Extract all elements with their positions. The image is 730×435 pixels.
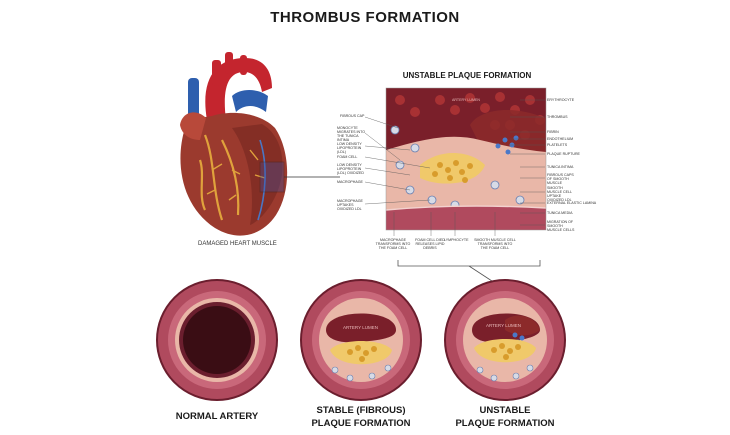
label-smc-transforms: SMOOTH MUSCLE CELL TRANSFORMS INTO THE F… [474, 238, 516, 250]
pulmonary-artery [232, 90, 268, 112]
caption-stable-line1: STABLE (FIBROUS) [316, 405, 406, 416]
external-elastic-lamina [386, 205, 546, 211]
normal-artery [156, 279, 278, 401]
stable-lumen-label: ARTERY LUMEN [343, 325, 379, 330]
label-platelets: PLATELETS [547, 143, 568, 147]
tunica-media [386, 205, 546, 230]
label-macrophage: MACROPHAGE [337, 180, 363, 184]
unstable-plaque [474, 339, 536, 363]
label-plaque-rupture: PLAQUE RUPTURE [547, 152, 580, 156]
label-foam-cell: FOAM CELL [337, 155, 358, 159]
right-leaders [510, 99, 545, 226]
caption-normal-line1: NORMAL ARTERY [175, 411, 259, 422]
label-fibrous-cap: FIBROUS CAP [340, 114, 365, 118]
caption-normal-artery: NORMAL ARTERY [142, 410, 292, 423]
label-fibrin: FIBRIN [547, 130, 559, 134]
label-ldl: LOW DENSITY LIPOPROTEIN (LDL) [337, 142, 362, 154]
label-tunica-intima: TUNICA INTIMA [547, 165, 574, 169]
aorta-branch-3 [240, 55, 247, 75]
lipid-droplets [432, 160, 473, 183]
heart-caption: DAMAGED HEART MUSCLE [198, 241, 277, 247]
subtitle: UNSTABLE PLAQUE FORMATION [402, 71, 532, 80]
label-ldl-oxidized: LOW DENSITY LIPOPROTEIN (LDL) OXIDIZED [337, 163, 364, 175]
aorta-branch-1 [212, 60, 221, 86]
bottom-leaders [393, 212, 496, 236]
unstable-thrombus [505, 315, 540, 336]
caption-unstable-line1: UNSTABLE [479, 405, 531, 416]
section-frame [385, 87, 547, 231]
label-lymphocyte: LYMPHOCYTE [444, 238, 469, 242]
label-smooth-muscle-uptake: SMOOTH MUSCLE CELL UPTAKE OXIDIZED LDL [547, 186, 572, 202]
label-tunica-media: TUNICA MEDIA [547, 211, 573, 215]
aorta-branch-2 [225, 52, 233, 74]
caption-unstable-plaque: UNSTABLE PLAQUE FORMATION [430, 404, 580, 430]
caption-stable-plaque: STABLE (FIBROUS) PLAQUE FORMATION [286, 404, 436, 430]
left-leaders [364, 116, 431, 205]
label-thrombus: THROMBUS [547, 115, 568, 119]
coronary-vein [257, 139, 266, 221]
stable-plaque-artery [300, 279, 422, 401]
immune-cells [390, 125, 525, 210]
damaged-region-box [259, 161, 285, 193]
label-endothelium: ENDOTHELIUM [547, 137, 574, 141]
label-monocyte-migrates: MONOCYTE MIGRATES INTO THE TUNICA INTIMA [337, 126, 366, 142]
label-foam-cell-died: FOAM CELL DIED RELEASES LIPID DEBRIS [415, 238, 445, 250]
label-migration-smooth-muscle: MIGRATION OF SMOOTH MUSCLE CELLS [547, 220, 575, 232]
heart-shading [232, 124, 283, 225]
coronary-artery [198, 134, 240, 221]
caption-stable-line2: PLAQUE FORMATION [311, 418, 411, 429]
caption-unstable-line2: PLAQUE FORMATION [455, 418, 555, 429]
label-fibrous-caps: FIBROUS CAPS OF SMOOTH MUSCLE [547, 173, 574, 185]
heart-atrium [180, 112, 206, 140]
label-erythrocyte: ERYTHROCYTE [547, 98, 575, 102]
coronary-branches [206, 149, 266, 201]
aorta [205, 58, 272, 120]
bracket [397, 260, 541, 284]
unstable-plaque-artery [444, 279, 566, 401]
diagram-title: THROMBUS FORMATION [270, 9, 460, 26]
lumen-label: ARTERY LUMEN [452, 98, 480, 102]
label-external-elastic-lamina: EXTERNAL ELASTIC LAMINA [547, 201, 597, 205]
label-macrophage-uptakes: MACROPHAGE UPTAKES OXIDIZED LDL [337, 199, 363, 211]
label-macrophage-transforms: MACROPHAGE TRANSFORMS INTO THE FOAM CELL [375, 238, 411, 250]
stable-plaque [330, 341, 392, 365]
unstable-lumen-label: ARTERY LUMEN [486, 323, 522, 328]
stable-lumen [326, 313, 396, 343]
